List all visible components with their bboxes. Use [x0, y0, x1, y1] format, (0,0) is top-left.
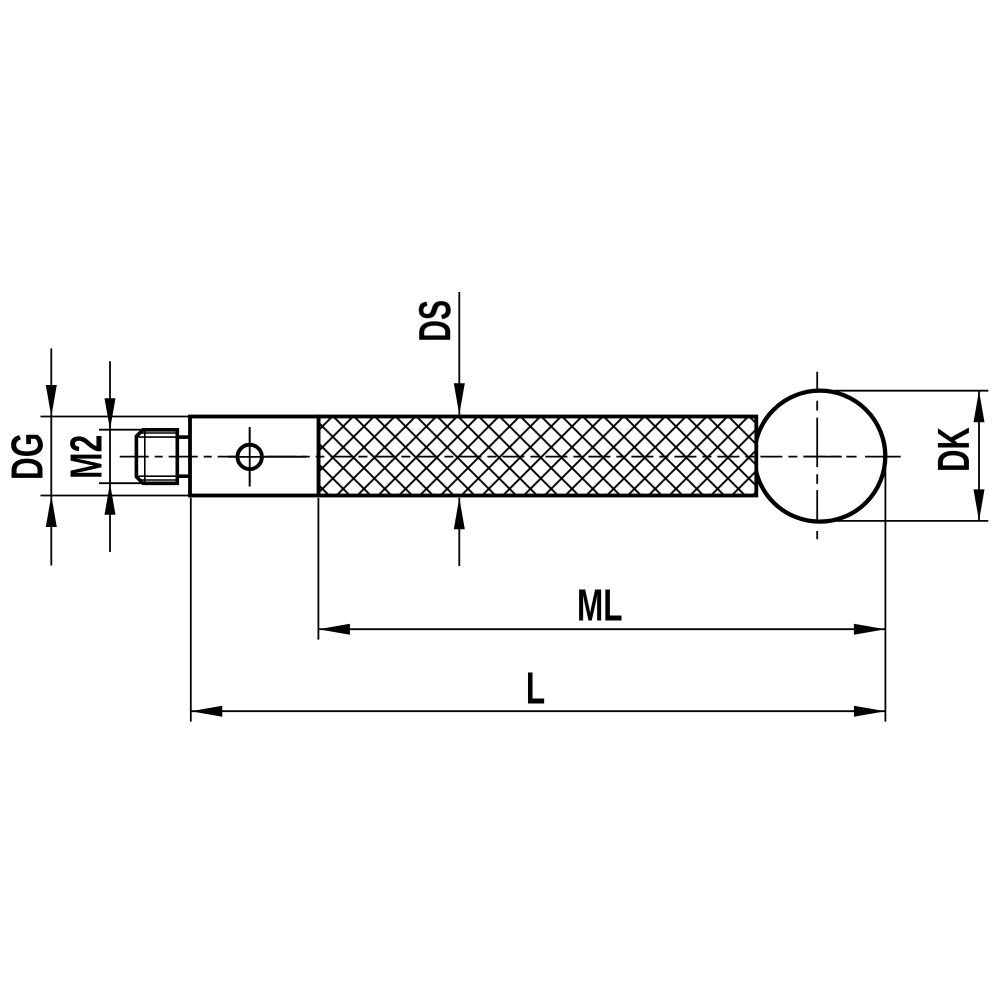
svg-text:DK: DK: [928, 427, 979, 472]
svg-text:M2: M2: [61, 435, 112, 479]
svg-text:ML: ML: [577, 580, 622, 631]
svg-text:DS: DS: [409, 300, 460, 342]
svg-text:DG: DG: [2, 433, 53, 480]
svg-text:L: L: [526, 663, 545, 714]
